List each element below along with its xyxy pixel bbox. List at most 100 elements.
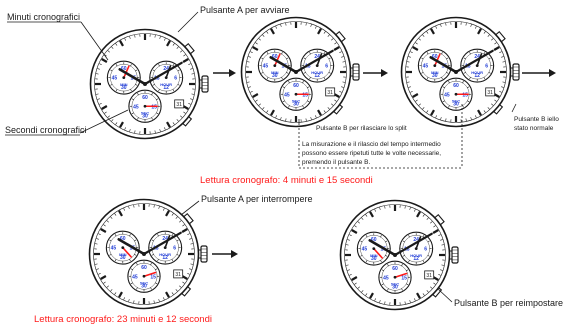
subdial-minutes-label: MIN bbox=[271, 70, 278, 75]
subdial-seconds-numeral: 45 bbox=[284, 92, 290, 98]
subdial-minutes-numeral: 45 bbox=[362, 247, 368, 253]
subdial-seconds-pin bbox=[295, 93, 298, 96]
subdial-hours-pin bbox=[164, 246, 167, 249]
subdial-seconds-label: SEC bbox=[391, 281, 399, 286]
subdial-hours-numeral: 6 bbox=[325, 64, 328, 70]
lettura-cronografo-2: Lettura cronografo: 23 minuti e 12 secon… bbox=[34, 315, 212, 325]
crown-icon bbox=[513, 64, 519, 80]
leader-pulsante-b-reimpostare bbox=[438, 289, 452, 302]
subdial-hours-numeral: 6 bbox=[174, 76, 177, 82]
date-window-text: 31 bbox=[175, 272, 181, 278]
label-pulsante-a-avviare: Pulsante A per avviare bbox=[200, 6, 290, 15]
watch-w1: 60154530MIN2461812HOUR60154530SEC31 bbox=[91, 30, 237, 139]
subdial-seconds-numeral: 45 bbox=[444, 92, 450, 98]
subdial-seconds-numeral: 45 bbox=[383, 275, 389, 281]
watch-w5: 60154530MIN2461812HOUR60154530SEC31 bbox=[341, 201, 459, 310]
subdial-minutes-pin bbox=[122, 76, 125, 79]
crown-icon bbox=[353, 64, 359, 80]
subdial-seconds-numeral: 60 bbox=[141, 265, 147, 271]
subdial-seconds-numeral: 45 bbox=[132, 274, 138, 280]
subdial-hours-pin bbox=[415, 247, 418, 250]
watch-w4: 60154530MIN2461812HOUR60154530SEC31 bbox=[90, 200, 239, 309]
center-pin bbox=[143, 82, 147, 86]
crown-icon bbox=[202, 76, 208, 92]
center-pin bbox=[142, 252, 146, 256]
subdial-seconds-numeral: 15 bbox=[302, 92, 308, 98]
subdial-minutes-pin bbox=[273, 64, 276, 67]
label-minuti-cronografici: Minuti cronografici bbox=[7, 13, 80, 22]
subdial-minutes-label: MIN bbox=[370, 253, 377, 258]
center-pin bbox=[294, 70, 298, 74]
label-pulsante-b-stato: Pulsante B iello stato normale bbox=[514, 116, 568, 134]
center-pin bbox=[454, 70, 458, 74]
subdial-minutes-label: MIN bbox=[120, 82, 127, 87]
subdial-seconds-label: SEC bbox=[452, 98, 460, 103]
subdial-hours-label: HOUR bbox=[471, 70, 483, 75]
center-pin bbox=[393, 253, 397, 257]
subdial-seconds-numeral: 45 bbox=[133, 104, 139, 110]
subdial-seconds-numeral: 15 bbox=[150, 274, 156, 280]
subdial-hours-pin bbox=[165, 76, 168, 79]
subdial-minutes-label: MIN bbox=[119, 252, 126, 257]
lettura-cronografo-1: Lettura cronografo: 4 minuti e 15 second… bbox=[200, 176, 373, 186]
crown-icon bbox=[452, 247, 458, 263]
crown-icon bbox=[201, 246, 207, 262]
subdial-minutes-pin bbox=[121, 246, 124, 249]
subdial-minutes-numeral: 45 bbox=[111, 246, 117, 252]
label-secondi-cronografici: Secondi cronografici bbox=[5, 126, 87, 135]
label-pulsante-a-interrompere: Pulsante A per interrompere bbox=[201, 195, 313, 204]
subdial-seconds-numeral: 60 bbox=[293, 83, 299, 89]
flow-arrow-icon bbox=[549, 69, 556, 77]
date-window-text: 31 bbox=[176, 102, 182, 108]
subdial-seconds-label: SEC bbox=[140, 280, 148, 285]
leader-minuti bbox=[81, 22, 108, 60]
subdial-seconds-numeral: 15 bbox=[462, 92, 468, 98]
subdial-seconds-numeral: 60 bbox=[392, 266, 398, 272]
date-window-text: 31 bbox=[487, 90, 493, 96]
subdial-hours-label: HOUR bbox=[410, 253, 422, 258]
watch-w3: 60154530MIN2461812HOUR60154530SEC31 bbox=[402, 18, 557, 127]
watch-w2: 60154530MIN2461812HOUR60154530SEC31 bbox=[242, 18, 389, 127]
subdial-hours-label: HOUR bbox=[159, 252, 171, 257]
subdial-hours-pin bbox=[316, 64, 319, 67]
subdial-minutes-pin bbox=[433, 64, 436, 67]
leader-pulsante-a-interrompere bbox=[181, 201, 199, 215]
subdial-hours-label: HOUR bbox=[160, 82, 172, 87]
date-window-text: 31 bbox=[426, 273, 432, 279]
subdial-hours-numeral: 6 bbox=[485, 64, 488, 70]
subdial-seconds-pin bbox=[144, 105, 147, 108]
leader-pulsante-a-avviare bbox=[178, 12, 198, 32]
split-note: La misurazione e il rilascio del tempo i… bbox=[302, 141, 458, 167]
label-pulsante-b-reimpostare: Pulsante B per reimpostare bbox=[454, 299, 563, 308]
subdial-seconds-label: SEC bbox=[141, 110, 149, 115]
subdial-seconds-label: SEC bbox=[292, 98, 300, 103]
subdial-hours-numeral: 6 bbox=[173, 246, 176, 252]
subdial-seconds-numeral: 15 bbox=[151, 104, 157, 110]
leader-pulsante-b-stato bbox=[512, 104, 516, 112]
label-pulsante-b-split: Pulsante B per rilasciare lo split bbox=[316, 125, 407, 134]
subdial-minutes-numeral: 45 bbox=[263, 64, 269, 70]
subdial-minutes-numeral: 45 bbox=[423, 64, 429, 70]
subdial-seconds-pin bbox=[455, 93, 458, 96]
subdial-seconds-numeral: 60 bbox=[142, 95, 148, 101]
flow-arrow-icon bbox=[231, 250, 238, 258]
subdial-seconds-numeral: 15 bbox=[401, 275, 407, 281]
subdial-hours-label: HOUR bbox=[311, 70, 323, 75]
flow-arrow-icon bbox=[229, 69, 236, 77]
subdial-hours-numeral: 6 bbox=[424, 247, 427, 253]
subdial-minutes-numeral: 45 bbox=[112, 76, 118, 82]
subdial-hours-pin bbox=[476, 64, 479, 67]
subdial-seconds-numeral: 60 bbox=[453, 83, 459, 89]
subdial-seconds-pin bbox=[143, 275, 146, 278]
flow-arrow-icon bbox=[381, 69, 388, 77]
subdial-seconds-pin bbox=[394, 276, 397, 279]
date-window-text: 31 bbox=[327, 90, 333, 96]
subdial-minutes-pin bbox=[372, 247, 375, 250]
